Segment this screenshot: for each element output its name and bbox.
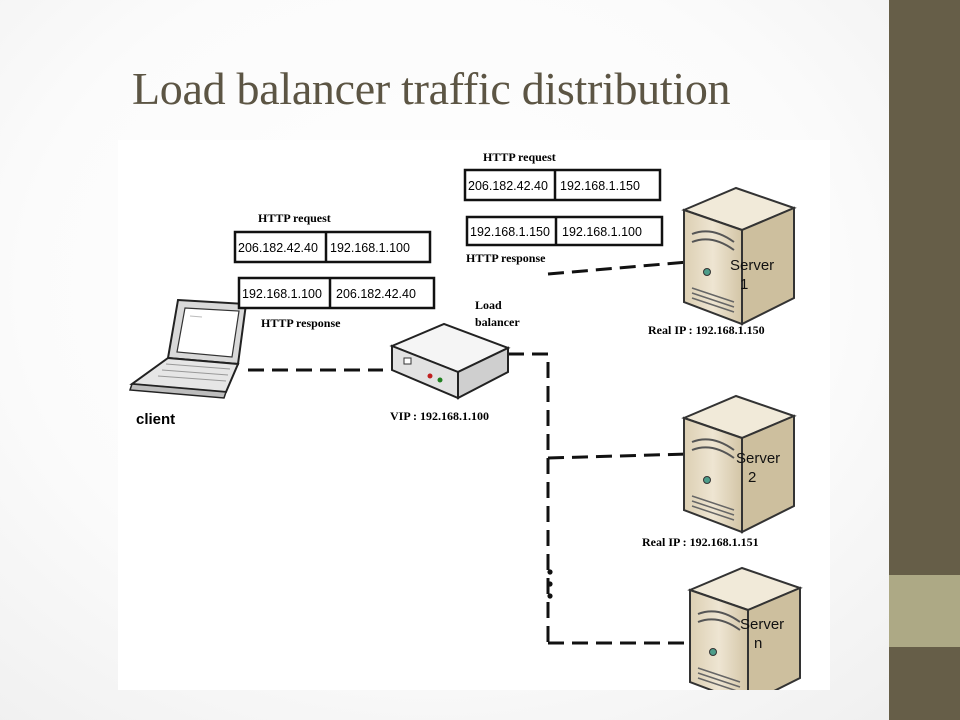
server-n: Server n [687, 566, 803, 690]
server-response-label: HTTP response [466, 251, 546, 265]
client-request-src: 206.182.42.40 [238, 241, 318, 255]
server-2-label-line1: Server [736, 450, 780, 467]
server-n-label-line2: n [754, 635, 762, 652]
connection-lines [248, 260, 693, 645]
server-1-real-ip: Real IP : 192.168.1.150 [648, 323, 765, 337]
sidebar-accent-block [889, 575, 960, 647]
client-response-label: HTTP response [261, 316, 341, 330]
slide-title: Load balancer traffic distribution [132, 63, 731, 114]
lb-label-line2: balancer [475, 315, 520, 329]
server-tower-icon [687, 566, 803, 690]
client-side-packets: HTTP request 206.182.42.40 192.168.1.100… [233, 211, 436, 330]
server-request-src: 206.182.42.40 [468, 179, 548, 193]
load-balancer-device: Load balancer VIP : 192.168.1.100 [389, 298, 520, 423]
server-response-packet [465, 215, 664, 247]
client-response-packet [237, 276, 436, 310]
link-to-server-1 [547, 260, 689, 276]
server-1-label-line1: Server [730, 257, 774, 274]
server-side-packets: HTTP request 206.182.42.40 192.168.1.150… [463, 150, 664, 265]
lb-label-line1: Load [475, 298, 502, 312]
server-n-label-line1: Server [740, 616, 784, 633]
server-request-dst: 192.168.1.150 [560, 179, 640, 193]
server-response-src: 192.168.1.150 [470, 225, 550, 239]
lb-trunk-line [508, 352, 550, 643]
laptop-icon [128, 298, 248, 399]
server-2: Server 2 Real IP : 192.168.1.151 [642, 394, 797, 549]
ellipsis-dots [547, 569, 553, 599]
server-tower-icon [681, 394, 797, 534]
server-2-real-ip: Real IP : 192.168.1.151 [642, 535, 759, 549]
server-tower-icon [681, 186, 797, 326]
server-request-label: HTTP request [483, 150, 556, 164]
client-request-packet [233, 230, 432, 264]
client-label: client [136, 411, 175, 428]
client-laptop: client [128, 298, 248, 428]
vip-label: VIP : 192.168.1.100 [390, 409, 489, 423]
load-balancer-diagram: client Load balancer VIP : 192.168.1.100… [128, 150, 803, 690]
link-to-server-2 [547, 452, 689, 460]
server-request-packet [463, 168, 662, 202]
client-request-dst: 192.168.1.100 [330, 241, 410, 255]
client-response-src: 192.168.1.100 [242, 287, 322, 301]
diagram-figure: client Load balancer VIP : 192.168.1.100… [118, 140, 830, 690]
load-balancer-icon [389, 322, 511, 400]
server-2-label-line2: 2 [748, 469, 756, 486]
server-response-dst: 192.168.1.100 [562, 225, 642, 239]
client-response-dst: 206.182.42.40 [336, 287, 416, 301]
server-1-label-line2: 1 [740, 276, 748, 293]
client-request-label: HTTP request [258, 211, 331, 225]
server-1: Server 1 Real IP : 192.168.1.150 [648, 186, 797, 337]
